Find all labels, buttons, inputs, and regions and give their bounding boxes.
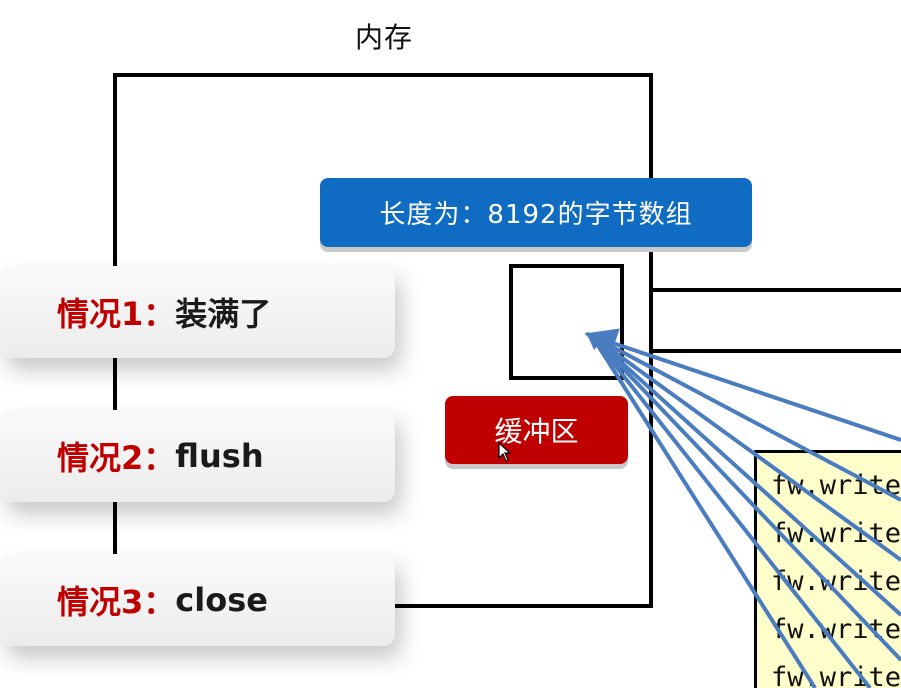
code-line: fw.write [771,614,901,645]
mouse-pointer-icon [498,442,512,462]
channel-line-bottom [649,349,901,353]
memory-title: 内存 [355,21,414,54]
code-line: fw.write [771,566,901,597]
buffer-square [509,264,624,380]
code-card: fw.write fw.write fw.write fw.write fw.w… [754,450,901,688]
case-prefix: 情况3： [57,583,176,621]
code-line: fw.write [771,662,901,688]
case-card-3: 情况3：close [0,554,395,646]
case-card-1: 情况1：装满了 [0,266,395,358]
code-line: fw.write [771,518,901,549]
byte-array-label: 长度为：8192的字节数组 [320,178,752,247]
case-text: close [175,581,268,619]
buffer-label: 缓冲区 [445,396,628,464]
case-text: 装满了 [175,295,272,333]
case-text: flush [175,437,264,475]
channel-line-top [649,288,901,292]
case-prefix: 情况2： [57,439,176,477]
case-card-2: 情况2：flush [0,410,395,502]
code-line: fw.write [771,470,901,501]
case-prefix: 情况1： [57,295,176,333]
